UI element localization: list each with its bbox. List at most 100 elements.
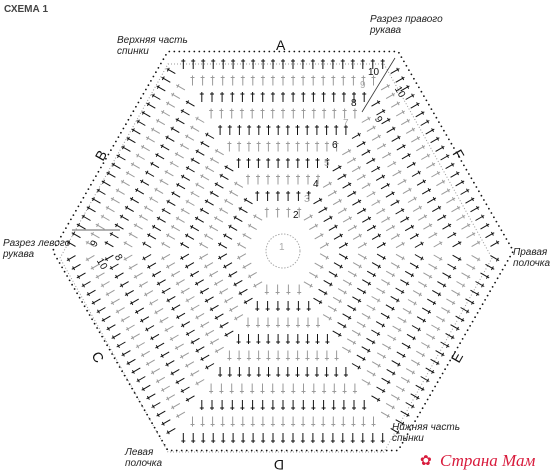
chain-dot	[495, 220, 498, 223]
stitch-bar	[413, 301, 417, 306]
stitch-bar	[367, 281, 371, 286]
stitch-bar	[190, 306, 194, 311]
row-number-3: 3	[304, 194, 310, 205]
stitch-bar	[150, 161, 154, 166]
stitch-bar	[439, 241, 443, 245]
stitch-bar	[185, 264, 189, 269]
stitch-bar	[223, 264, 227, 269]
chain-dot	[363, 50, 366, 53]
chain-dot	[136, 396, 139, 399]
chain-dot	[380, 449, 383, 452]
stitch-bar	[181, 207, 185, 212]
chain-dot	[60, 235, 62, 238]
stitch-bar	[72, 266, 76, 271]
stitch-bar	[234, 316, 238, 321]
chain-dot	[233, 50, 236, 53]
row-number-8: 8	[351, 98, 357, 109]
stitch-bar	[403, 319, 407, 324]
stitch-bar	[131, 162, 135, 167]
stitch-bar	[402, 144, 406, 149]
chain-dot	[446, 364, 449, 366]
stitch-bar	[309, 283, 313, 288]
chain-dot	[498, 225, 500, 227]
stitch-bar	[209, 273, 213, 278]
stitch-bar	[353, 273, 357, 278]
chain-dot	[414, 420, 416, 422]
chain-dot	[93, 322, 96, 325]
stitch-bar	[428, 274, 432, 279]
stitch-bar	[446, 344, 449, 348]
stitch-bar	[412, 336, 416, 341]
stitch-bar	[372, 372, 376, 377]
stitch-bar	[237, 255, 241, 260]
chain-dot	[158, 435, 161, 438]
stitch-bar	[386, 83, 390, 88]
stitch-bar	[411, 370, 415, 375]
stitch-bar	[219, 290, 223, 295]
edge-letter-a: A	[276, 37, 286, 53]
chain-dot	[290, 449, 293, 452]
chain-dot	[303, 50, 306, 53]
chain-dot	[220, 449, 223, 452]
stitch-bar	[152, 273, 156, 278]
stitch-bar	[102, 318, 105, 323]
stitch-bar	[381, 323, 385, 328]
stitch-bar	[427, 309, 431, 314]
stitch-bar	[107, 171, 110, 176]
stitch-bar	[423, 283, 427, 288]
stitch-bar	[436, 361, 440, 366]
chain-dot	[73, 288, 76, 290]
stitch-bar	[105, 257, 108, 262]
chain-dot	[150, 80, 152, 82]
stitch-bar	[377, 298, 380, 303]
stitch-bar	[152, 224, 156, 229]
stitch-bar	[157, 216, 161, 221]
stitch-bar	[421, 110, 425, 115]
stitch-bar	[224, 165, 228, 170]
stitch-bar	[244, 197, 248, 202]
stitch-bar	[431, 369, 435, 374]
chain-dot	[383, 50, 386, 53]
chain-dot	[56, 257, 58, 260]
stitch-bar	[437, 292, 441, 297]
stitch-bar	[204, 233, 208, 238]
stitch-bar	[111, 197, 115, 202]
stitch-bar	[381, 174, 385, 179]
stitch-bar	[428, 223, 432, 228]
stitch-bar	[92, 197, 95, 202]
stitch-bar	[205, 332, 209, 337]
stitch-bar	[135, 188, 139, 193]
chain-dot	[411, 424, 414, 427]
stitch-bar	[426, 119, 430, 124]
stitch-bar	[106, 205, 110, 210]
stitch-bar	[372, 273, 376, 278]
stitch-bar	[451, 300, 455, 305]
chain-dot	[215, 449, 218, 452]
stitch-bar	[101, 214, 105, 219]
chain-dot	[508, 242, 510, 245]
stitch-bar	[67, 257, 71, 262]
chain-dot	[113, 357, 116, 360]
stitch-bar	[215, 349, 219, 354]
stitch-bar	[224, 299, 228, 304]
stitch-bar	[441, 145, 445, 150]
stitch-bar	[111, 300, 115, 305]
stitch-bar	[229, 307, 233, 312]
stitch-bar	[363, 255, 367, 260]
stitch-bar	[205, 165, 209, 170]
stitch-bar	[396, 396, 400, 401]
stitch-bar	[131, 335, 135, 340]
stitch-bar	[186, 397, 190, 402]
stitch-bar	[401, 256, 405, 261]
stitch-bar	[186, 298, 189, 303]
chain-dot	[170, 449, 173, 452]
chain-dot	[491, 286, 494, 288]
stitch-bar	[142, 241, 146, 246]
chain-dot	[253, 50, 256, 53]
chain-dot	[434, 385, 436, 388]
stitch-bar	[391, 405, 395, 410]
stitch-bar	[367, 182, 371, 187]
sleeve-mark-10-left: 10	[94, 257, 109, 273]
chain-dot	[280, 449, 283, 452]
